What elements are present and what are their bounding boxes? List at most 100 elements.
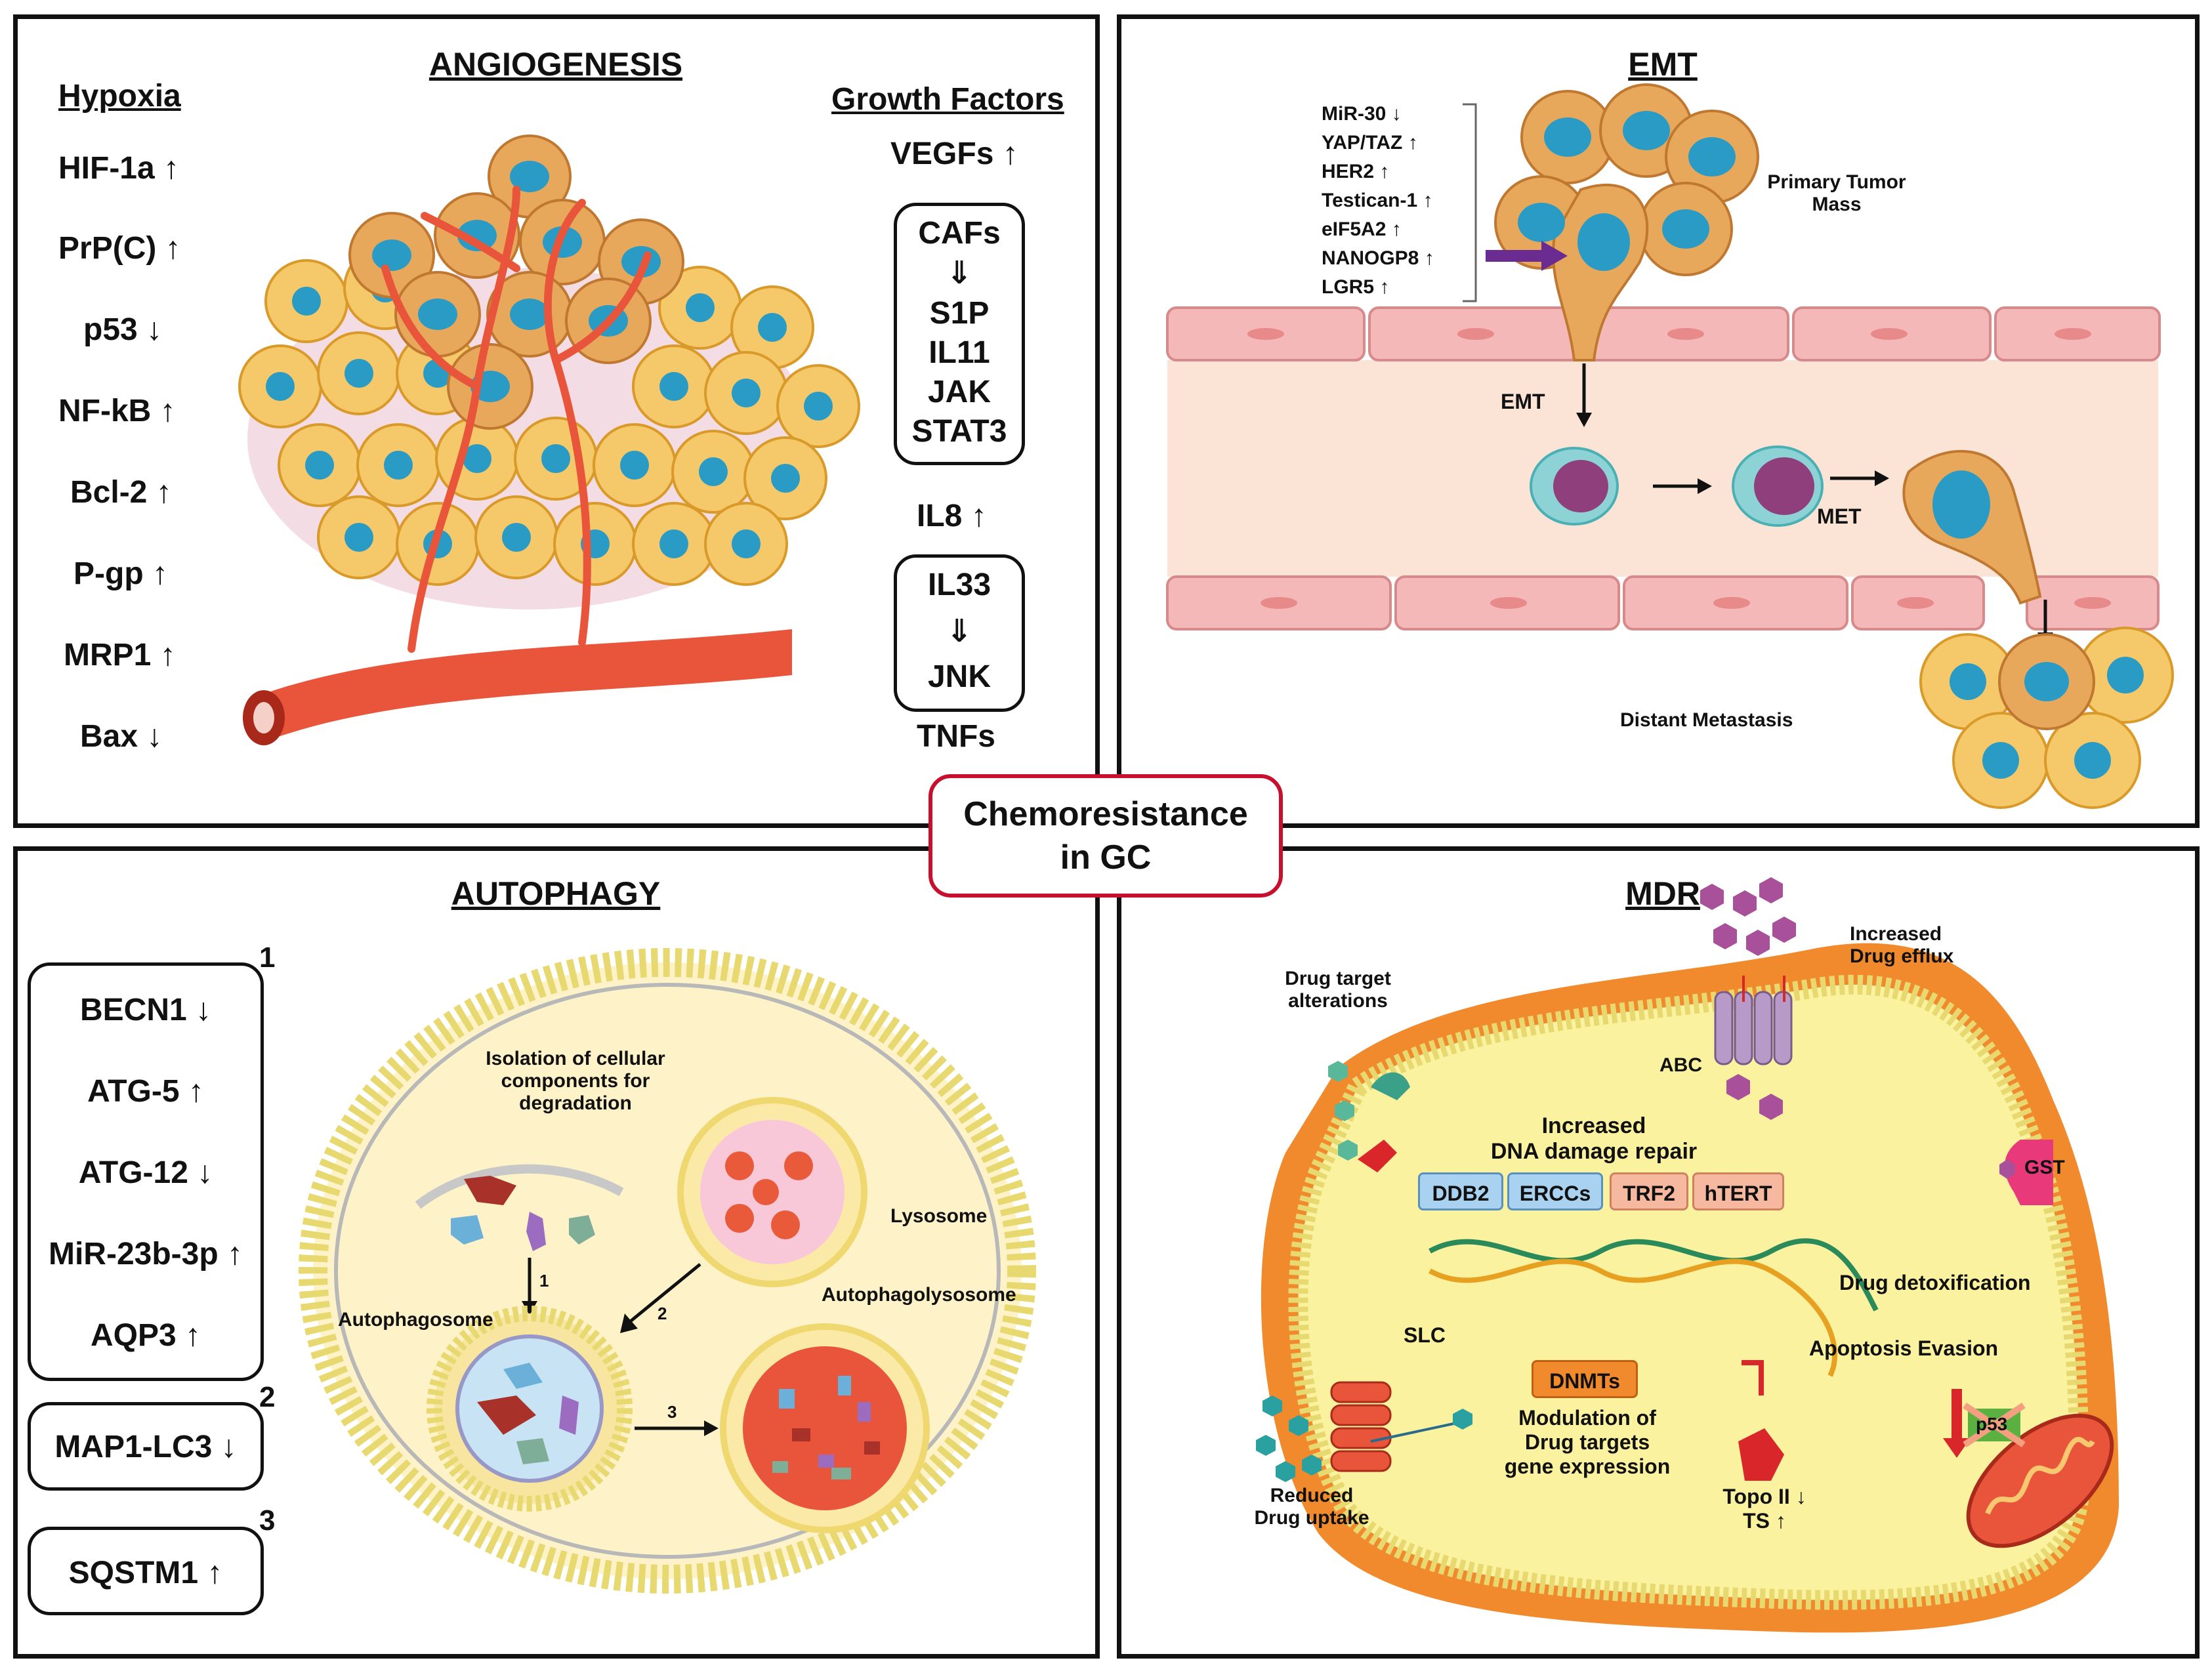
hypoxia-header: Hypoxia — [58, 79, 181, 114]
il8-label: IL8 ↑ — [917, 499, 987, 533]
autophagosome-label: Autophagosome — [338, 1309, 493, 1331]
il33-pathway-box: IL33 ⇓ JNK — [894, 554, 1025, 712]
mdr-panel: MDR Increased Drug efflux Drug target al… — [1117, 846, 2200, 1659]
hypoxia-item: MRP1 ↑ — [64, 638, 176, 672]
emt-marker: HER2 ↑ — [1322, 161, 1390, 182]
target-alterations-label: Drug target alterations — [1259, 968, 1417, 1012]
step-number: 2 — [657, 1304, 667, 1323]
primary-tumor-line: Mass — [1812, 194, 1862, 215]
il11-label: IL11 — [929, 335, 990, 370]
branching-vessels — [381, 186, 652, 653]
down-arrow-icon: ⇓ — [946, 256, 973, 291]
angiogenesis-title: ANGIOGENESIS — [428, 46, 683, 83]
detoxification-label: Drug detoxification — [1839, 1271, 2031, 1294]
reduced-line: Drug uptake — [1254, 1507, 1369, 1529]
vegfs-label: VEGFs ↑ — [890, 136, 1018, 171]
tnfs-label: TNFs — [917, 719, 995, 754]
hypoxia-item: NF-kB ↑ — [58, 394, 176, 428]
circulating-tumor-cell — [1530, 447, 1619, 526]
main-blood-vessel — [243, 629, 792, 745]
htert-chip: hTERT — [1692, 1172, 1784, 1210]
modulation-label: Modulation of Drug targets gene expressi… — [1489, 1406, 1686, 1479]
trf2-chip: TRF2 — [1610, 1172, 1688, 1210]
autophagolysosome-label: Autophagolysosome — [822, 1284, 1016, 1306]
erccs-chip: ERCCs — [1507, 1172, 1603, 1210]
autophagy-panel: AUTOPHAGY BECN1 ↓ ATG-5 ↑ ATG-12 ↓ MiR-2… — [13, 846, 1100, 1659]
emt-marker: NANOGP8 ↑ — [1322, 247, 1434, 269]
slc-label: SLC — [1404, 1323, 1446, 1347]
box-number: 2 — [259, 1381, 276, 1413]
autophagy-illustration — [299, 948, 1036, 1594]
reduced-line: Reduced — [1270, 1485, 1354, 1506]
efflux-line: Increased — [1850, 923, 1942, 945]
hypoxia-item: HIF-1a ↑ — [58, 151, 180, 186]
center-line: in GC — [1060, 838, 1152, 877]
atg5-label: ATG-5 ↑ — [87, 1074, 204, 1109]
ddb2-chip: DDB2 — [1418, 1172, 1503, 1210]
chemoresistance-center-label: Chemoresistance in GC — [929, 774, 1283, 898]
efflux-label: Increased Drug efflux — [1850, 923, 1953, 968]
hypoxia-item: Bcl-2 ↑ — [70, 475, 172, 510]
box-number: 3 — [259, 1504, 276, 1537]
isolation-line: components for — [501, 1070, 650, 1092]
emt-marker: eIF5A2 ↑ — [1322, 218, 1402, 240]
hypoxia-item: p53 ↓ — [83, 312, 163, 347]
dna-repair-line: Increased — [1541, 1113, 1646, 1138]
emt-marker: MiR-30 ↓ — [1322, 103, 1402, 125]
emt-marker: YAP/TAZ ↑ — [1322, 132, 1418, 154]
center-line: Chemoresistance — [963, 795, 1248, 833]
autophagolysosome — [720, 1323, 930, 1533]
step-number: 1 — [539, 1271, 549, 1291]
autophagy-title: AUTOPHAGY — [451, 875, 661, 912]
uptake-drug-molecules — [1256, 1395, 1472, 1482]
dna-helix — [1429, 1238, 1879, 1377]
ts-line: TS ↑ — [1743, 1509, 1786, 1533]
hypoxia-item: PrP(C) ↑ — [58, 231, 181, 266]
emt-title: EMT — [1628, 46, 1698, 83]
p53-blocked-icon — [1963, 1402, 2026, 1448]
vessel-wall-top — [1166, 306, 2161, 361]
map1lc3-label: MAP1-LC3 ↓ — [54, 1430, 237, 1464]
emt-marker: Testican-1 ↑ — [1322, 190, 1433, 211]
jak-label: JAK — [927, 375, 991, 409]
purple-arrow-icon — [1486, 241, 1568, 271]
step-number: 3 — [667, 1402, 677, 1422]
primary-tumor-label: Primary Tumor Mass — [1751, 171, 1922, 216]
emt-marker: LGR5 ↑ — [1322, 276, 1390, 298]
dna-repair-line: DNA damage repair — [1490, 1139, 1698, 1164]
autophagy-box-2: MAP1-LC3 ↓ — [28, 1402, 264, 1491]
dnmts-chip: DNMTs — [1532, 1360, 1638, 1398]
hypoxia-item: Bax ↓ — [80, 719, 163, 754]
target-alt-line: Drug target — [1285, 968, 1391, 989]
emt-illustration — [1166, 83, 2174, 809]
emt-panel: EMT MiR-30 ↓ YAP/TAZ ↑ HER2 ↑ Testican-1… — [1117, 14, 2200, 828]
angiogenesis-panel: ANGIOGENESIS Hypoxia HIF-1a ↑ PrP(C) ↑ p… — [13, 14, 1100, 828]
slc-transporter — [1330, 1381, 1392, 1472]
efflux-drug-molecules — [1700, 877, 1796, 1120]
abc-label: ABC — [1659, 1054, 1702, 1076]
gst-label: GST — [2024, 1157, 2065, 1178]
efflux-line: Drug efflux — [1850, 945, 1954, 967]
autophagosome — [427, 1306, 633, 1512]
mdr-title: MDR — [1625, 875, 1700, 912]
cellular-components — [451, 1176, 595, 1251]
mitochondrion-icon — [1966, 1413, 2114, 1548]
jnk-label: JNK — [927, 659, 991, 694]
distant-metastasis-label: Distant Metastasis — [1620, 709, 1793, 731]
il33-label: IL33 — [927, 568, 991, 602]
primary-tumor-line: Primary Tumor — [1767, 171, 1906, 193]
isolation-line: Isolation of cellular — [486, 1048, 665, 1069]
becn1-label: BECN1 ↓ — [79, 993, 212, 1027]
dna-repair-label: Increased DNA damage repair — [1463, 1113, 1725, 1165]
gst-enzyme — [1999, 1140, 2053, 1205]
lysosome — [677, 1097, 867, 1287]
target-alt-line: alterations — [1288, 990, 1388, 1012]
modulation-line: Drug targets — [1524, 1430, 1650, 1454]
modulation-line: Modulation of — [1518, 1406, 1656, 1430]
topo-ii-enzyme — [1738, 1360, 1784, 1481]
isolation-label: Isolation of cellular components for deg… — [470, 1048, 680, 1115]
autophagy-box-1: BECN1 ↓ ATG-5 ↑ ATG-12 ↓ MiR-23b-3p ↑ AQ… — [28, 962, 264, 1381]
met-invading-cell — [1902, 449, 2042, 605]
apoptosis-evasion-label: Apoptosis Evasion — [1809, 1336, 1999, 1360]
isolation-line: degradation — [519, 1092, 632, 1114]
